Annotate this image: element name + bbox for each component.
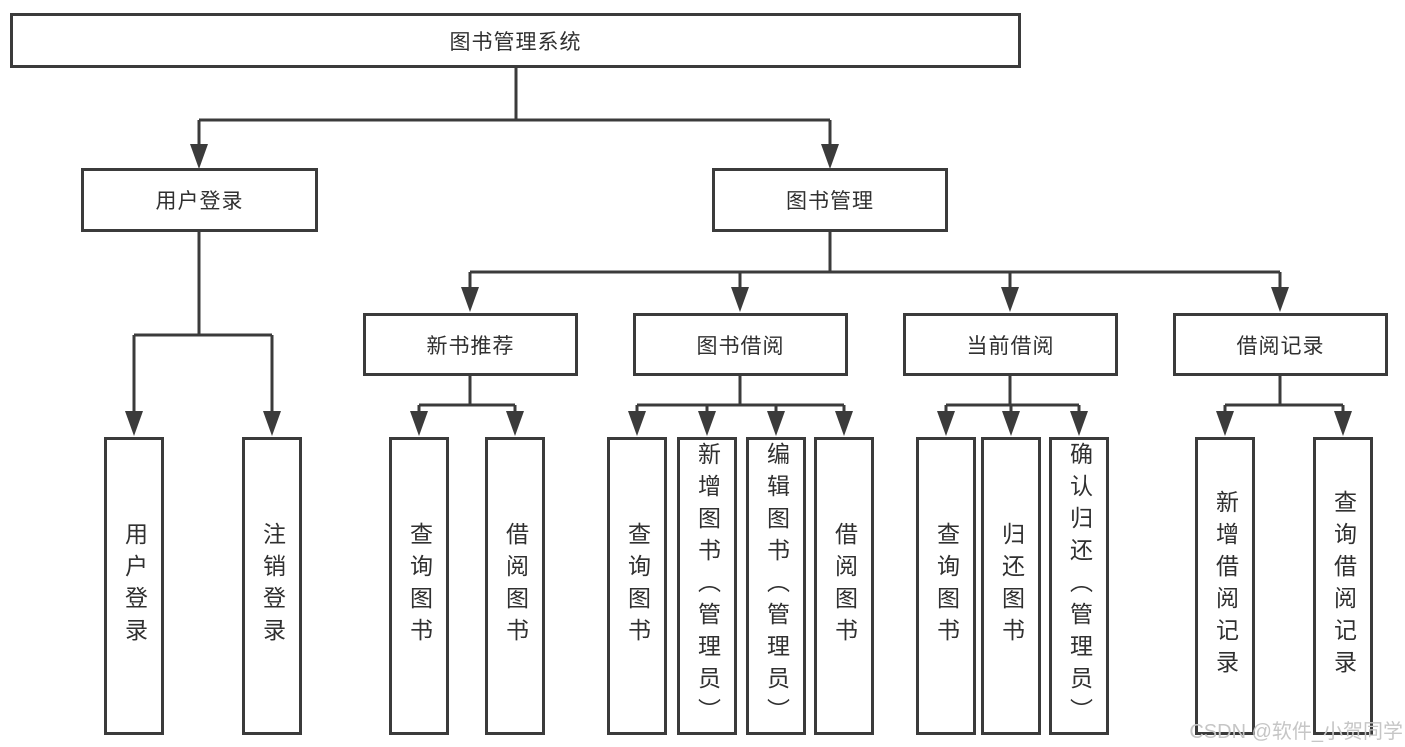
leaf-borrow-book-2-label: 借阅图书 (831, 522, 858, 650)
leaf-query-borrow-record-label: 查询借阅记录 (1330, 490, 1357, 682)
leaf-return-book: 归还图书 (981, 437, 1041, 735)
leaf-add-book-admin: 新增图书（管理员） (677, 437, 737, 735)
leaf-add-borrow-record: 新增借阅记录 (1195, 437, 1255, 735)
leaf-user-login: 用户登录 (104, 437, 164, 735)
leaf-borrow-book-2: 借阅图书 (814, 437, 874, 735)
node-root: 图书管理系统 (10, 13, 1021, 68)
node-user-login-label: 用户登录 (155, 190, 244, 213)
node-book-mgmt-label: 图书管理 (786, 190, 874, 213)
connector-user-login-to-leaves (125, 231, 281, 436)
leaf-query-borrow-record: 查询借阅记录 (1313, 437, 1373, 735)
node-borrow-records-label: 借阅记录 (1236, 334, 1325, 358)
leaf-user-login-label: 用户登录 (121, 522, 148, 650)
leaf-confirm-return-admin-label: 确认归还（管理员） (1066, 442, 1093, 730)
leaf-borrow-book-1: 借阅图书 (485, 437, 545, 735)
node-current-borrow: 当前借阅 (903, 313, 1118, 376)
leaf-confirm-return-admin: 确认归还（管理员） (1049, 437, 1109, 735)
leaf-return-book-label: 归还图书 (998, 522, 1025, 650)
node-root-label: 图书管理系统 (449, 30, 582, 54)
connector-book-borrow-to-leaves (628, 375, 853, 436)
leaf-logout: 注销登录 (242, 437, 302, 735)
node-book-borrow: 图书借阅 (633, 313, 848, 376)
connector-book-mgmt-to-level3 (461, 231, 1289, 312)
leaf-add-book-admin-label: 新增图书（管理员） (694, 442, 721, 730)
connector-new-book-rec-to-leaves (410, 375, 524, 436)
node-new-book-rec: 新书推荐 (363, 313, 578, 376)
connector-root-to-level2 (190, 66, 839, 169)
leaf-edit-book-admin-label: 编辑图书（管理员） (763, 442, 790, 730)
node-user-login: 用户登录 (81, 168, 318, 232)
leaf-query-book-1-label: 查询图书 (406, 522, 433, 650)
connector-current-borrow-to-leaves (937, 375, 1088, 436)
leaf-add-borrow-record-label: 新增借阅记录 (1212, 490, 1239, 682)
node-borrow-records: 借阅记录 (1173, 313, 1388, 376)
node-book-borrow-label: 图书借阅 (696, 334, 785, 358)
connector-borrow-records-to-leaves (1216, 375, 1352, 436)
csdn-watermark: CSDN @软件_小贺同学 (1189, 721, 1403, 743)
node-book-mgmt: 图书管理 (712, 168, 948, 232)
leaf-query-book-3-label: 查询图书 (933, 522, 960, 650)
leaf-query-book-2-label: 查询图书 (624, 522, 651, 650)
node-current-borrow-label: 当前借阅 (966, 334, 1055, 358)
leaf-edit-book-admin: 编辑图书（管理员） (746, 437, 806, 735)
leaf-logout-label: 注销登录 (259, 522, 286, 650)
node-new-book-rec-label: 新书推荐 (426, 334, 515, 358)
leaf-query-book-1: 查询图书 (389, 437, 449, 735)
leaf-query-book-2: 查询图书 (607, 437, 667, 735)
leaf-borrow-book-1-label: 借阅图书 (502, 522, 529, 650)
leaf-query-book-3: 查询图书 (916, 437, 976, 735)
